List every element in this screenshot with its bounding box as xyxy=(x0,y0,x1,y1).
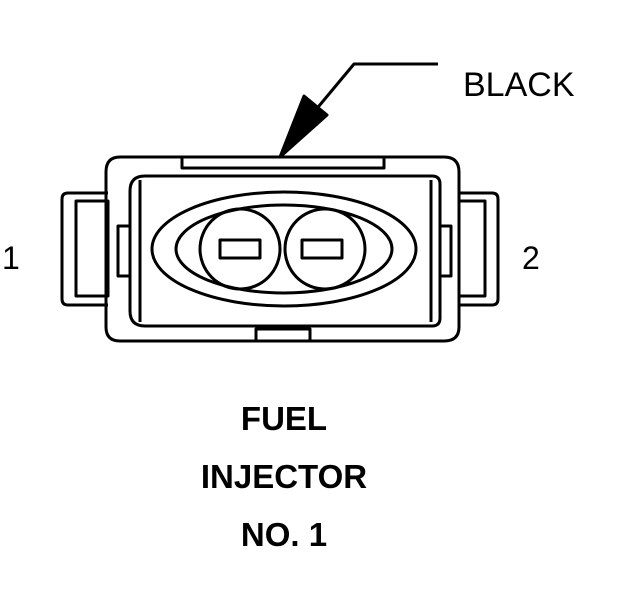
inner-oval-seal xyxy=(174,203,394,295)
component-title-line-3: NO. 1 xyxy=(240,516,328,553)
pin-cavity-2 xyxy=(283,207,367,291)
right-guide-slot xyxy=(438,224,453,278)
outer-oval-seal xyxy=(150,190,418,308)
component-title-line-2: INJECTOR xyxy=(200,458,368,495)
wire-color-label: BLACK xyxy=(463,66,575,104)
left-guide-slot xyxy=(116,224,132,278)
left-latch-tab xyxy=(60,191,110,307)
inner-housing-frame xyxy=(128,174,442,328)
callout-leader-line xyxy=(312,62,438,113)
connector-housing xyxy=(104,155,461,343)
terminal-1 xyxy=(218,238,262,260)
callout-arrowhead xyxy=(278,94,329,159)
component-title-line-1: FUEL xyxy=(240,400,328,437)
top-key-notch xyxy=(180,157,386,170)
pin-cavity-1 xyxy=(198,207,282,291)
bottom-key-tab xyxy=(254,327,312,341)
right-latch-tab xyxy=(457,191,500,307)
pin-1-label: 1 xyxy=(2,240,20,276)
terminal-2 xyxy=(300,238,344,260)
pin-2-label: 2 xyxy=(522,240,540,276)
